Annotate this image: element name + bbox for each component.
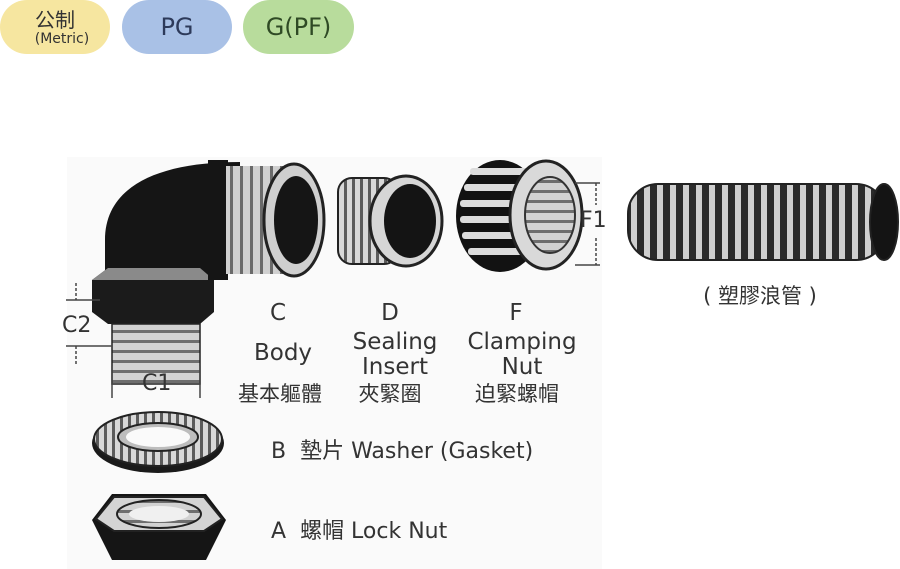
sealing-insert-part [337,174,444,268]
c1-dimension-label: C1 [142,371,172,396]
part-c-letter: C [269,300,287,326]
c2-dimension-label: C2 [62,313,92,338]
g-pf-standard-tag: G(PF) [243,0,354,54]
part-d-chinese-name: 夾緊圈 [358,382,422,406]
part-a-letter: A [271,519,287,544]
c1-dimension-lines [111,366,201,398]
part-c-name: Body [253,340,313,366]
part-d-name-line2: Insert [362,354,428,380]
part-b-label: B 墊片 Washer (Gasket) [271,433,547,465]
clamping-nut-part [456,159,584,272]
part-a-text: 螺帽 Lock Nut [300,519,448,544]
conduit-label: ( 塑膠浪管 ) [703,284,817,308]
corrugated-conduit-part [627,183,899,261]
part-d-name-line1: Sealing [352,329,438,355]
part-f-chinese-name: 迫緊螺帽 [475,382,559,406]
metric-tag-chinese: 公制 [35,8,75,32]
metric-tag-english: (Metric) [34,31,90,47]
part-f-name-line1: Clamping [467,329,577,355]
part-d-letter: D [381,300,399,326]
f1-dimension-label: F1 [580,208,607,233]
part-b-text: 墊片 Washer (Gasket) [300,439,534,464]
part-f-letter: F [509,300,523,326]
part-b-letter: B [271,439,287,464]
c2-dimension-lines [66,283,112,366]
pg-standard-tag: PG [122,0,232,54]
part-a-label: A 螺帽 Lock Nut [271,513,461,545]
part-c-chinese-name: 基本軀體 [238,382,322,406]
metric-standard-tag: 公制 (Metric) [0,0,110,54]
washer-gasket-part [92,411,224,473]
lock-nut-part [92,494,226,560]
f1-dimension-lines [575,182,600,266]
part-f-name-line2: Nut [501,354,543,380]
elbow-body-part [92,160,326,385]
